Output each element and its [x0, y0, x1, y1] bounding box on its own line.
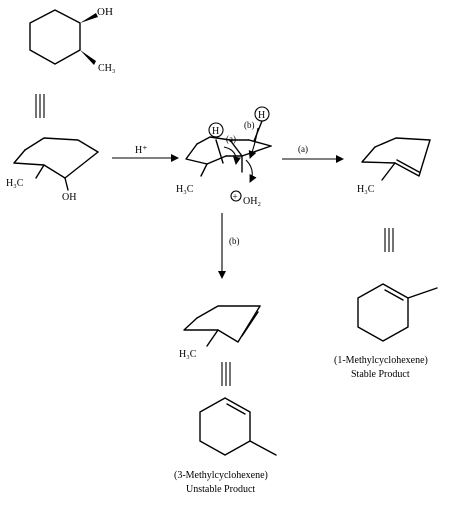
- p1-h3c-label: H₃C: [357, 184, 375, 195]
- p3-lower-edges: [183, 305, 261, 343]
- p3-name: (3-Methylcyclohexene): [174, 470, 268, 481]
- equivalence-sign-3: [221, 362, 231, 386]
- p1-top-edge: [374, 137, 431, 148]
- int-methyl-bond: [200, 163, 208, 177]
- chair-top-edge: [24, 137, 99, 153]
- h-a-circle: [208, 122, 224, 138]
- p1-lower-edges: [361, 139, 431, 177]
- ch3-label: CH₃: [98, 63, 115, 74]
- chair-bottom-edge: [13, 162, 66, 179]
- path-b-label: (b): [229, 236, 240, 246]
- p3-h3c-label: H₃C: [179, 349, 197, 360]
- equivalence-sign-2: [384, 228, 394, 252]
- h-a-label: H: [212, 126, 219, 137]
- intermediate-chair: H H (a) (b) H₃C + OH₂: [176, 106, 272, 207]
- cyclohexane-ring: [29, 9, 81, 65]
- path-b-arrow: (b): [218, 213, 240, 279]
- product-3-half-chair: H₃C: [179, 305, 261, 360]
- p1-ring-double-bond: [384, 289, 404, 301]
- chair-right-edge: [64, 151, 99, 179]
- h-a-bond: [215, 139, 224, 164]
- h3c-label: H₃C: [6, 178, 24, 189]
- int-h3c-label: H₃C: [176, 184, 194, 195]
- p1-ring-methyl: [407, 287, 438, 299]
- positive-charge: +: [233, 192, 238, 202]
- p3-methyl-bond: [206, 329, 219, 347]
- equivalence-sign-1: [35, 94, 45, 118]
- p3-stability: Unstable Product: [186, 484, 255, 495]
- oh2-label: OH₂: [243, 196, 261, 207]
- oh-wedge-bond: [80, 13, 98, 23]
- hydroxyl-bond: [64, 177, 69, 191]
- product-1-half-chair: H₃C: [357, 137, 431, 195]
- positive-charge-circle: [230, 190, 242, 202]
- product-1-hexagon: (1-Methylcyclohexene) Stable Product: [334, 283, 438, 380]
- p3-ring-methyl: [249, 440, 277, 456]
- int-right-upper: [248, 139, 272, 147]
- product-3-hexagon: (3-Methylcyclohexene) Unstable Product: [174, 397, 277, 495]
- path-a-label: (a): [298, 144, 308, 154]
- oh-label: OH: [97, 6, 113, 18]
- path-b-marker: (b): [244, 120, 255, 130]
- p1-double-bond-inner: [396, 159, 420, 173]
- chair-left-edge: [13, 149, 26, 164]
- p1-methyl-bond: [381, 162, 396, 181]
- reactant-chair: H₃C OH: [6, 137, 99, 203]
- p3-top-edge: [196, 305, 261, 319]
- int-top-left: [196, 136, 231, 145]
- p1-stability: Stable Product: [351, 369, 410, 380]
- acid-reaction-arrow: H⁺: [112, 145, 179, 162]
- ch3-wedge-bond: [80, 50, 96, 65]
- p3-double-bond-inner: [241, 311, 259, 337]
- reactant-hexagon: OH CH₃: [29, 6, 115, 74]
- p1-name: (1-Methylcyclohexene): [334, 355, 428, 366]
- int-mid-bond: [229, 139, 243, 157]
- p3-ring: [199, 397, 251, 456]
- p1-ring: [357, 283, 409, 342]
- int-left-bottom: [185, 143, 208, 165]
- path-a-marker: (a): [226, 134, 236, 144]
- methyl-bond: [35, 164, 45, 179]
- leaving-group-arrow: [245, 159, 257, 183]
- path-a-arrow: (a): [282, 144, 344, 163]
- h-b-label: H: [258, 110, 265, 121]
- p3-ring-double-bond: [226, 403, 246, 415]
- acid-label: H⁺: [135, 145, 148, 156]
- int-right-lower: [241, 145, 272, 157]
- oh-label: OH: [62, 192, 76, 203]
- electron-arrow-a: [223, 146, 241, 165]
- electron-arrow-b: [248, 127, 259, 159]
- int-bottom-edge: [206, 155, 227, 165]
- h-b-circle: [254, 106, 270, 122]
